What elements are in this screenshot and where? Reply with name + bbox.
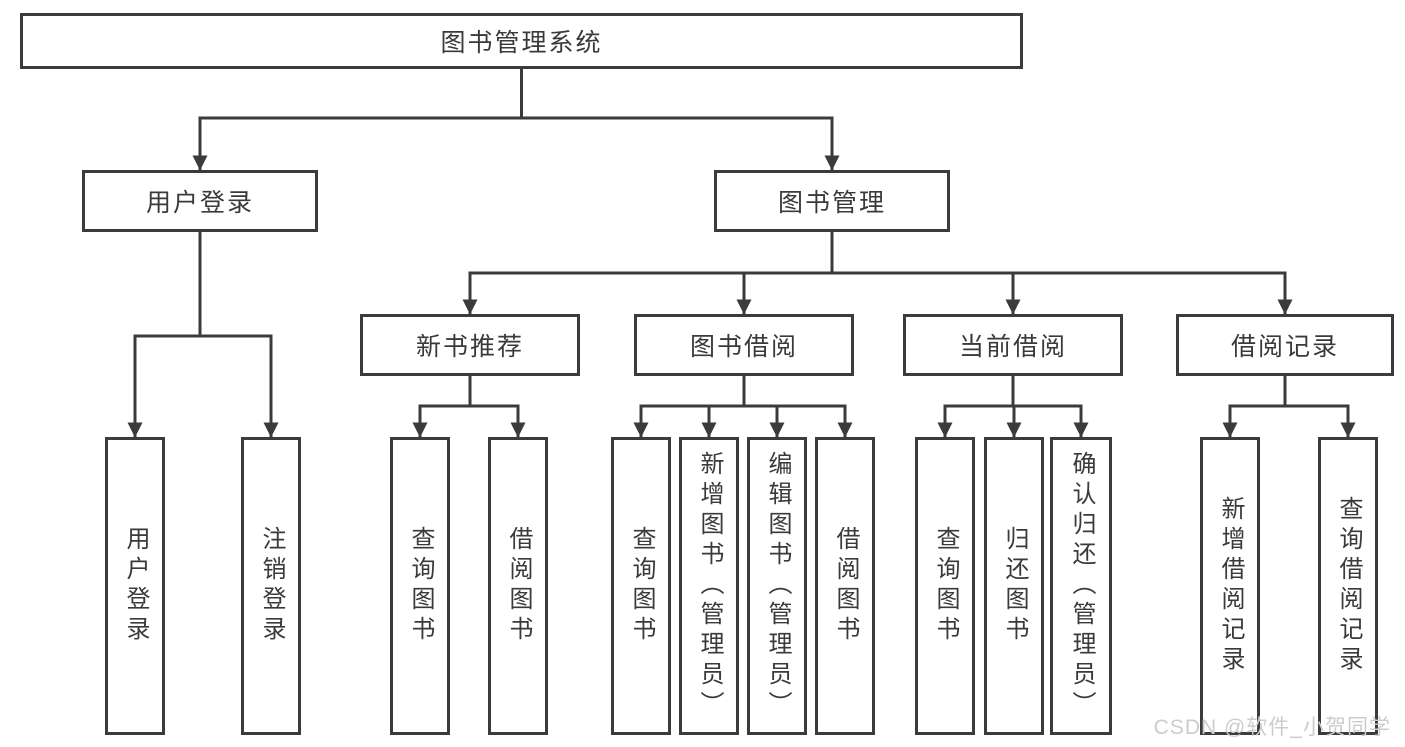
node-label-user-logout: 注销登录	[258, 526, 285, 646]
node-label-cu-confirm: 确认归还（管理员）	[1068, 451, 1095, 721]
node-label-rc-query: 查询借阅记录	[1335, 496, 1362, 676]
node-label-current: 当前借阅	[958, 333, 1067, 361]
node-nb-query: 查询图书	[390, 437, 450, 735]
watermark: CSDN @软件_小贺同学	[1153, 716, 1391, 739]
node-cu-query: 查询图书	[915, 437, 975, 735]
node-rc-query: 查询借阅记录	[1318, 437, 1378, 735]
node-label-rc-add: 新增借阅记录	[1217, 496, 1244, 676]
node-label-newbook: 新书推荐	[415, 333, 524, 361]
node-label-bw-edit: 编辑图书（管理员）	[764, 451, 791, 721]
node-bw-borrow: 借阅图书	[815, 437, 875, 735]
node-cu-return: 归还图书	[984, 437, 1044, 735]
node-cu-confirm: 确认归还（管理员）	[1050, 437, 1112, 735]
node-label-mgmt: 图书管理	[777, 189, 886, 217]
node-label-cu-return: 归还图书	[1001, 526, 1028, 646]
node-label-records: 借阅记录	[1230, 333, 1339, 361]
node-user-login: 用户登录	[105, 437, 165, 735]
node-login: 用户登录	[82, 170, 318, 232]
node-label-bw-borrow: 借阅图书	[832, 526, 859, 646]
node-borrow: 图书借阅	[634, 314, 854, 376]
node-newbook: 新书推荐	[360, 314, 580, 376]
node-current: 当前借阅	[903, 314, 1123, 376]
node-bw-query: 查询图书	[611, 437, 671, 735]
node-label-bw-query: 查询图书	[628, 526, 655, 646]
node-label-nb-borrow: 借阅图书	[505, 526, 532, 646]
node-user-logout: 注销登录	[241, 437, 301, 735]
node-label-bw-add: 新增图书（管理员）	[696, 451, 723, 721]
node-bw-add: 新增图书（管理员）	[679, 437, 739, 735]
node-nb-borrow: 借阅图书	[488, 437, 548, 735]
node-label-login: 用户登录	[145, 189, 254, 217]
node-bw-edit: 编辑图书（管理员）	[747, 437, 807, 735]
node-label-root: 图书管理系统	[440, 29, 603, 57]
node-root: 图书管理系统	[20, 13, 1023, 69]
node-records: 借阅记录	[1176, 314, 1394, 376]
node-label-nb-query: 查询图书	[407, 526, 434, 646]
node-label-user-login: 用户登录	[122, 526, 149, 646]
node-rc-add: 新增借阅记录	[1200, 437, 1260, 735]
node-label-borrow: 图书借阅	[689, 333, 798, 361]
node-mgmt: 图书管理	[714, 170, 950, 232]
node-label-cu-query: 查询图书	[932, 526, 959, 646]
